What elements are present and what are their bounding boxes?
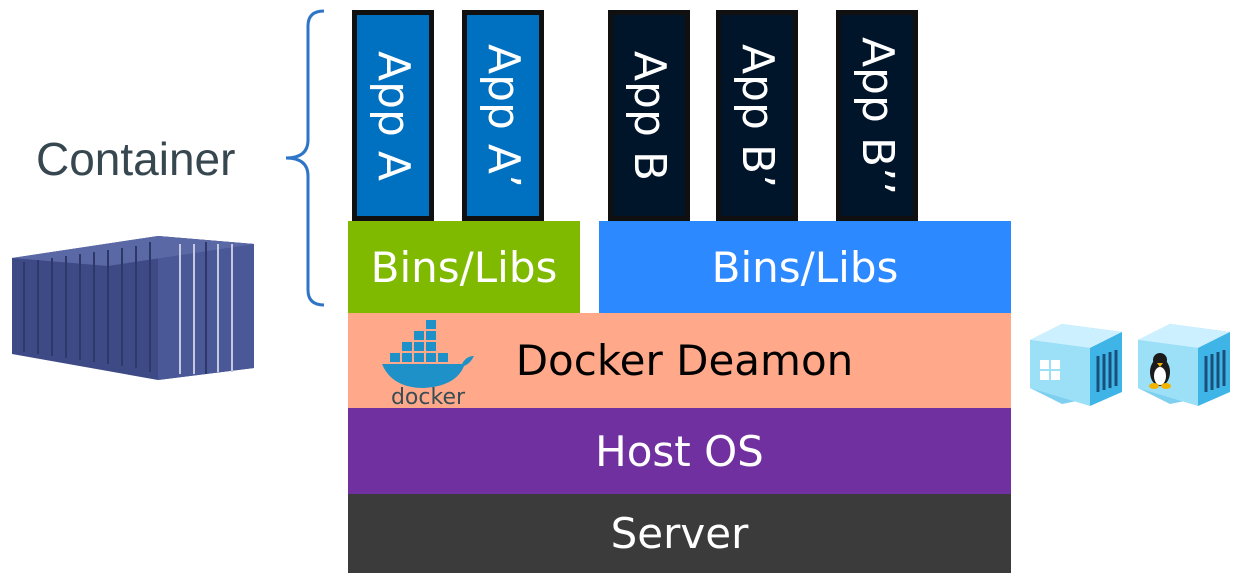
app-label: App A’ [478,43,529,188]
docker-whale-icon: docker [382,320,474,408]
host-os-layer: Host OS [348,408,1011,494]
shipping-container-icon [12,236,254,380]
bins-libs-right-label: Bins/Libs [711,242,899,292]
app-a: App A [352,10,434,221]
app-b-double-prime: App B’’ [836,10,918,221]
windows-container-icon [1030,324,1122,406]
server-label: Server [610,509,749,558]
docker-daemon-label: Docker Deamon [515,336,854,385]
docker-logo-text: docker [391,385,466,408]
app-label: App A [368,50,420,181]
docker-daemon-layer: Docker Deamon [348,313,1011,408]
app-a-prime: App A’ [462,10,544,221]
linux-container-icon [1138,324,1230,406]
app-b-prime: App B’ [716,10,798,221]
app-label: App B’’ [852,36,904,195]
bins-libs-left-label: Bins/Libs [370,242,558,292]
app-label: App B [624,50,676,181]
bins-libs-right: Bins/Libs [599,221,1011,313]
app-b: App B [608,10,690,221]
host-os-label: Host OS [595,426,764,476]
bins-libs-left: Bins/Libs [348,221,580,313]
server-layer: Server [348,494,1011,573]
container-label: Container [36,133,236,185]
brace-icon [285,9,325,307]
app-label: App B’ [732,43,783,188]
